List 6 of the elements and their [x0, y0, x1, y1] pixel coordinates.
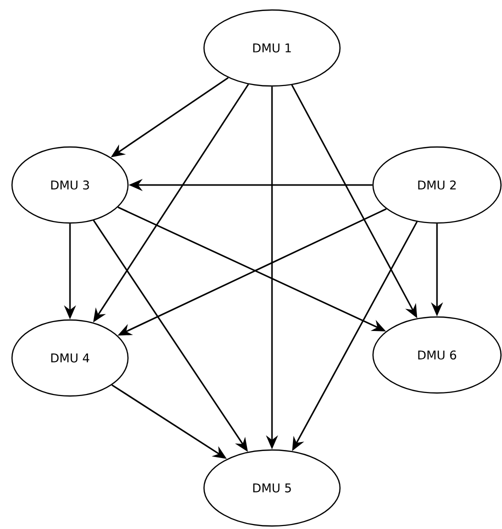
ellipse-node: DMU 5: [203, 449, 341, 527]
ellipse-node: DMU 3: [11, 146, 129, 224]
ellipse-node: DMU 1: [203, 9, 341, 87]
ellipse-node: DMU 2: [372, 146, 502, 224]
ellipse-node: DMU 6: [372, 316, 502, 394]
ellipse-node: DMU 4: [11, 319, 129, 397]
